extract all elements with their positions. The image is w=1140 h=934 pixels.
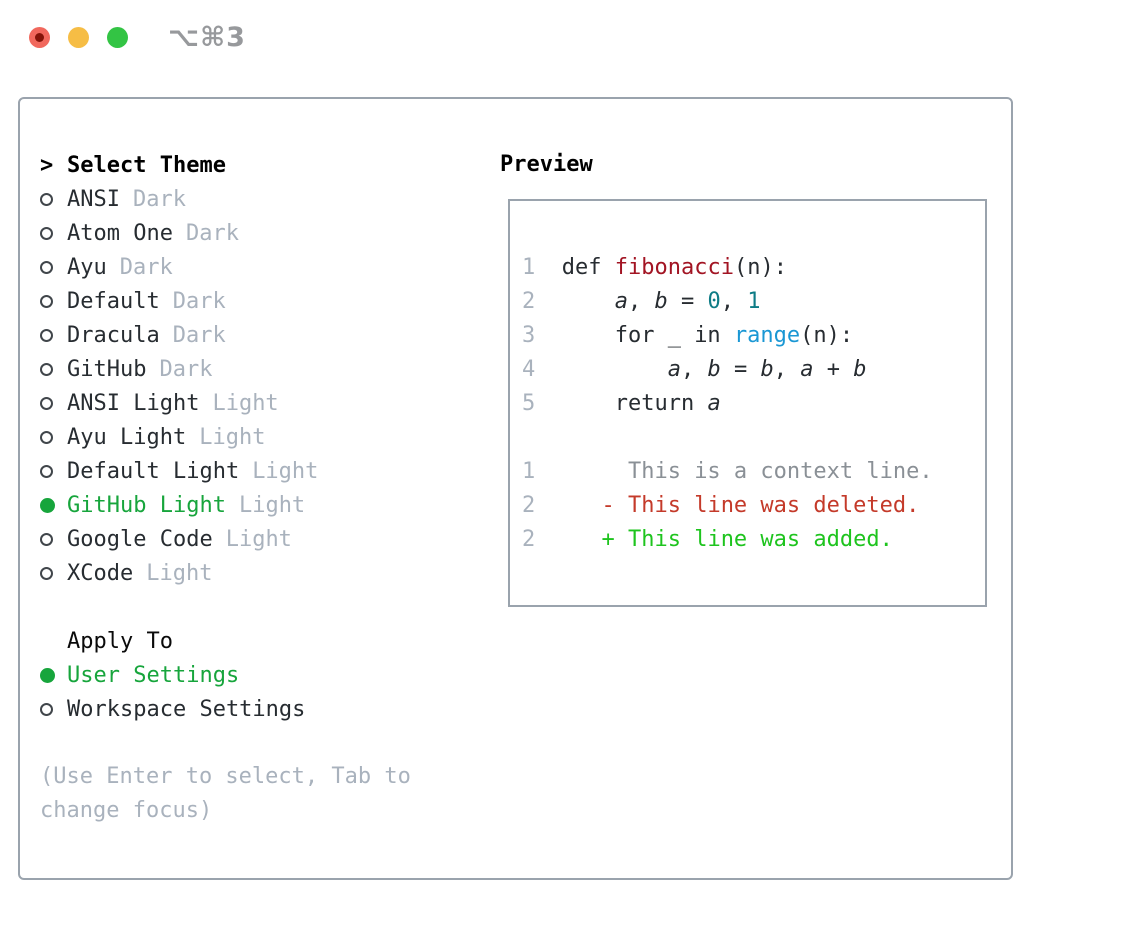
radio-icon	[40, 192, 53, 206]
code-preview: 1 def fibonacci(n): 2 a, b = 0, 1 3 for _ …	[522, 251, 933, 557]
theme-variant-tag: Dark	[172, 322, 226, 348]
theme-option-ansi[interactable]: ANSI Dark	[40, 182, 411, 216]
cursor-marker: >	[40, 152, 54, 178]
close-button[interactable]	[29, 27, 50, 48]
theme-option-dracula[interactable]: Dracula Dark	[40, 318, 411, 352]
code-line: 4 a, b = b, a + b	[522, 357, 867, 382]
theme-name: Atom One	[67, 220, 173, 246]
radio-icon	[40, 294, 53, 308]
code-line: 2 + This line was added.	[522, 527, 893, 552]
theme-name: Default	[67, 288, 160, 314]
theme-name: XCode	[67, 560, 134, 586]
radio-icon	[40, 396, 53, 410]
code-line: 2 a, b = 0, 1	[522, 289, 761, 314]
theme-name: Google Code	[67, 526, 213, 552]
hint-line: (Use Enter to select, Tab to	[40, 764, 411, 789]
maximize-button[interactable]	[107, 27, 128, 48]
radio-selected-icon	[40, 497, 55, 513]
apply-to-name: Workspace Settings	[67, 696, 306, 722]
select-theme-label: Select Theme	[67, 152, 226, 178]
theme-variant-tag: Dark	[159, 356, 213, 382]
keyboard-hint: (Use Enter to select, Tab to change focu…	[40, 760, 411, 828]
theme-variant-tag: Light	[238, 492, 306, 518]
theme-option-ayu-light[interactable]: Ayu Light Light	[40, 420, 411, 454]
theme-option-default-light[interactable]: Default Light Light	[40, 454, 411, 488]
apply-to-label: Apply To	[67, 628, 173, 654]
close-dot-icon	[35, 33, 44, 42]
select-theme-header: > Select Theme	[40, 148, 411, 182]
theme-variant-tag: Light	[225, 526, 292, 552]
theme-option-google-code[interactable]: Google Code Light	[40, 522, 411, 556]
theme-variant-tag: Light	[146, 560, 213, 586]
radio-icon	[40, 226, 53, 240]
theme-option-ayu[interactable]: Ayu Dark	[40, 250, 411, 284]
code-line: 1 def fibonacci(n):	[522, 255, 787, 280]
theme-option-default[interactable]: Default Dark	[40, 284, 411, 318]
theme-name: ANSI Light	[67, 390, 200, 416]
preview-header: Preview	[500, 152, 593, 177]
window-title: ⌥⌘3	[168, 22, 246, 53]
theme-option-xcode[interactable]: XCode Light	[40, 556, 411, 590]
apply-to-option-user-settings[interactable]: User Settings	[40, 658, 411, 692]
theme-variant-tag: Light	[252, 458, 319, 484]
apply-to-option-workspace-settings[interactable]: Workspace Settings	[40, 692, 411, 726]
theme-option-github-light[interactable]: GitHub Light Light	[40, 488, 411, 522]
theme-option-github[interactable]: GitHub Dark	[40, 352, 411, 386]
radio-icon	[40, 532, 53, 546]
theme-name: GitHub	[67, 356, 147, 382]
theme-name: Ayu Light	[67, 424, 187, 450]
radio-icon	[40, 464, 53, 478]
theme-variant-tag: Dark	[185, 220, 239, 246]
theme-option-ansi-light[interactable]: ANSI Light Light	[40, 386, 411, 420]
titlebar: ⌥⌘3	[0, 0, 1140, 70]
spacer	[40, 590, 411, 624]
theme-name: ANSI	[67, 186, 120, 212]
minimize-button[interactable]	[68, 27, 89, 48]
theme-name: Default Light	[67, 458, 240, 484]
code-line: 2 - This line was deleted.	[522, 493, 920, 518]
radio-icon	[40, 328, 53, 342]
theme-variant-tag: Dark	[172, 288, 226, 314]
radio-icon	[40, 260, 53, 274]
radio-icon	[40, 362, 53, 376]
code-line	[522, 421, 933, 455]
theme-name: Ayu	[67, 254, 107, 280]
radio-icon	[40, 430, 53, 444]
radio-icon	[40, 702, 53, 716]
hint-line: change focus)	[40, 798, 213, 823]
theme-variant-tag: Light	[199, 424, 266, 450]
apply-to-header: Apply To	[40, 624, 411, 658]
radio-selected-icon	[40, 667, 55, 683]
theme-name: Dracula	[67, 322, 160, 348]
theme-variant-tag: Light	[212, 390, 279, 416]
theme-preview-box: 1 def fibonacci(n): 2 a, b = 0, 1 3 for _ …	[508, 199, 987, 607]
apply-to-name: User Settings	[67, 662, 240, 688]
code-line: 1 This is a context line.	[522, 459, 933, 484]
radio-icon	[40, 566, 53, 580]
theme-name: GitHub Light	[67, 492, 226, 518]
theme-variant-tag: Dark	[119, 254, 173, 280]
code-line: 5 return a	[522, 391, 721, 416]
theme-variant-tag: Dark	[132, 186, 186, 212]
theme-option-atom-one[interactable]: Atom One Dark	[40, 216, 411, 250]
code-line: 3 for _ in range(n):	[522, 323, 854, 348]
spacer	[40, 726, 411, 760]
